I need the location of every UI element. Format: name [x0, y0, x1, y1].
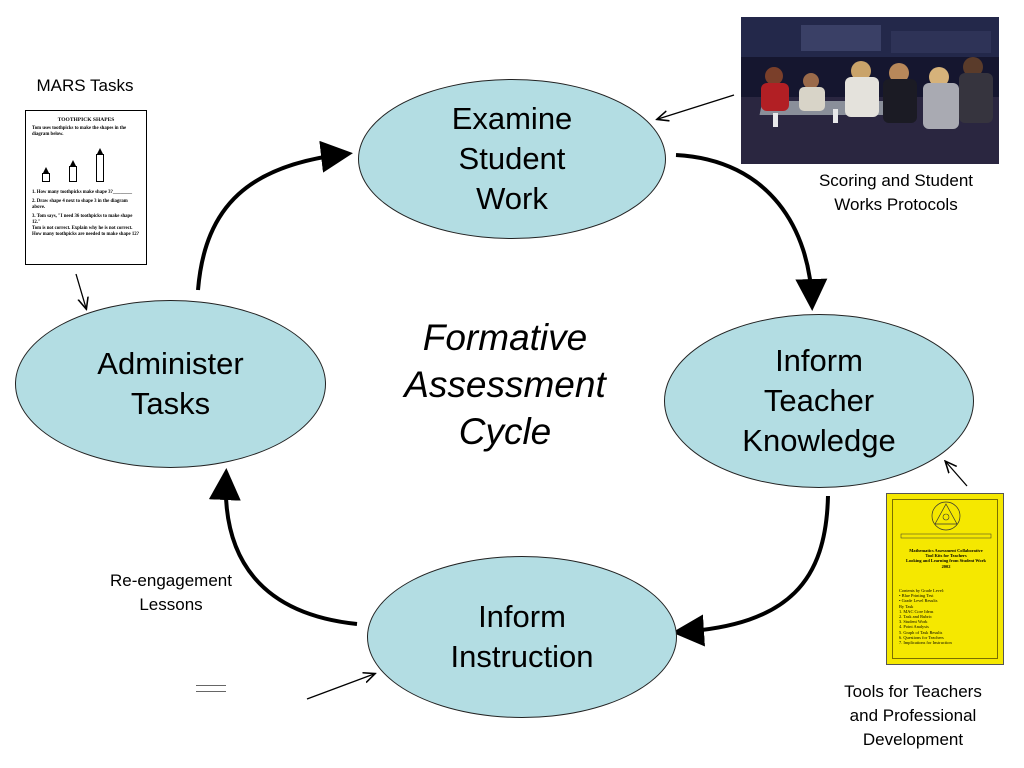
arrow-instruction-to-administer: [208, 468, 358, 626]
worksheet-title: TOOTHPICK SHAPES: [57, 117, 115, 123]
caption-reengagement-lessons: Re-engagement Lessons: [110, 571, 232, 614]
arrow-administer-to-examine: [196, 140, 353, 291]
node-administer-tasks: Administer Tasks: [15, 300, 326, 468]
worksheet-intro: Tom uses toothpicks to make the shapes i…: [32, 126, 127, 137]
pointer-booklet-to-inform-teacher: [946, 462, 968, 487]
tool-kit-booklet: Mathematics Assessment Collaborative Too…: [886, 493, 1004, 665]
node-examine-student-work: Examine Student Work: [358, 79, 666, 239]
classroom-photo: [741, 17, 999, 164]
booklet-title: Mathematics Assessment Collaborative Too…: [906, 548, 986, 569]
worksheet-q2: 2. Draw shape 4 next to shape 3 in the d…: [32, 199, 128, 210]
caption-tools-for-teachers: Tools for Teachers and Professional Deve…: [844, 682, 982, 749]
pointer-worksheet-to-administer: [75, 273, 86, 308]
booklet-contents: Contents by Grade Level: • Blue Printing…: [899, 588, 952, 646]
toothpick-shape-3: [95, 148, 104, 182]
caption-mars-tasks: MARS Tasks: [36, 76, 134, 95]
toothpick-shapes-figure: [32, 142, 140, 182]
arrow-inform-teacher-to-instruction: [672, 495, 830, 647]
mars-task-worksheet: TOOTHPICK SHAPES Tom uses toothpicks to …: [25, 110, 147, 265]
booklet-emblem-icon: [900, 501, 992, 539]
pointer-to-inform-instruction: [306, 674, 374, 700]
toothpick-shape-1: [41, 167, 50, 182]
node-inform-instruction: Inform Instruction: [367, 556, 677, 718]
reengagement-lesson-thumbnail: [196, 682, 226, 695]
node-inform-teacher-knowledge: Inform Teacher Knowledge: [664, 314, 974, 488]
worksheet-q3: 3. Tom says, "I need 36 toothpicks to ma…: [32, 214, 140, 237]
caption-scoring-protocols: Scoring and Student Works Protocols: [818, 171, 974, 214]
cycle-title: Formative Assessment Cycle: [404, 317, 606, 452]
pointer-photo-to-examine: [658, 94, 735, 119]
arrow-examine-to-inform-teacher: [675, 153, 828, 311]
toothpick-shape-2: [68, 160, 77, 182]
worksheet-q1: 1. How many toothpicks make shape 3?____…: [32, 190, 133, 195]
